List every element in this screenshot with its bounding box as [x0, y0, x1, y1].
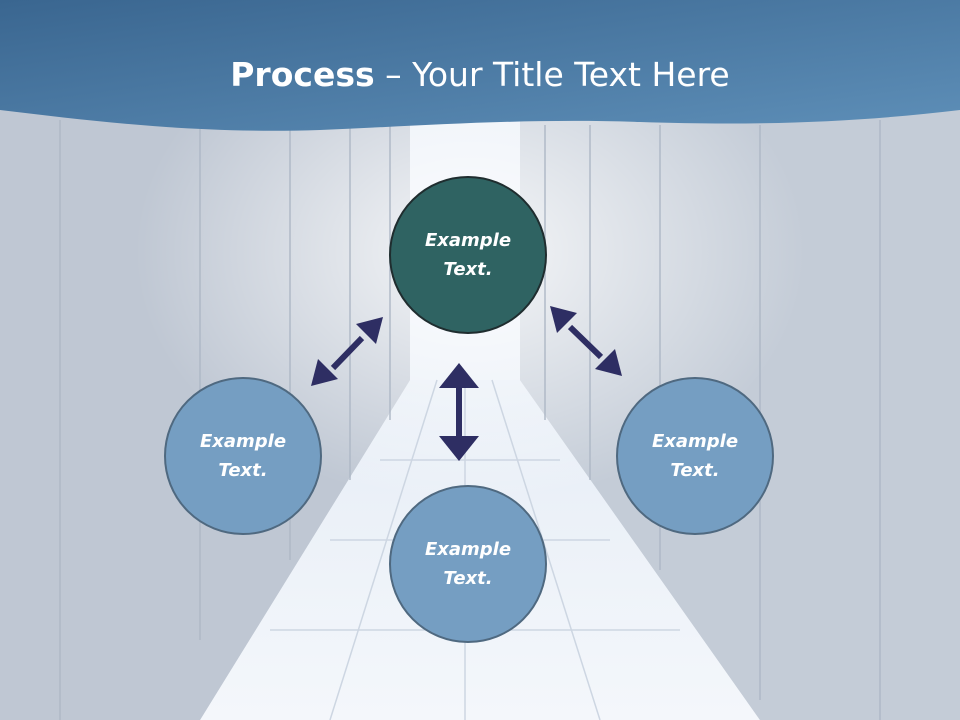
process-node-right[interactable]: Example Text.	[616, 377, 774, 535]
process-node-top[interactable]: Example Text.	[389, 176, 547, 334]
process-node-bottom[interactable]: Example Text.	[389, 485, 547, 643]
title-bold: Process	[230, 55, 375, 94]
node-left-text: Example Text.	[199, 431, 287, 481]
node-right-text: Example Text.	[651, 431, 739, 481]
node-top-text: Example Text.	[424, 230, 512, 280]
node-bottom-text: Example Text.	[424, 539, 512, 589]
process-node-left[interactable]: Example Text.	[164, 377, 322, 535]
slide-title: Process – Your Title Text Here	[0, 52, 960, 98]
title-rest: – Your Title Text Here	[374, 55, 730, 94]
